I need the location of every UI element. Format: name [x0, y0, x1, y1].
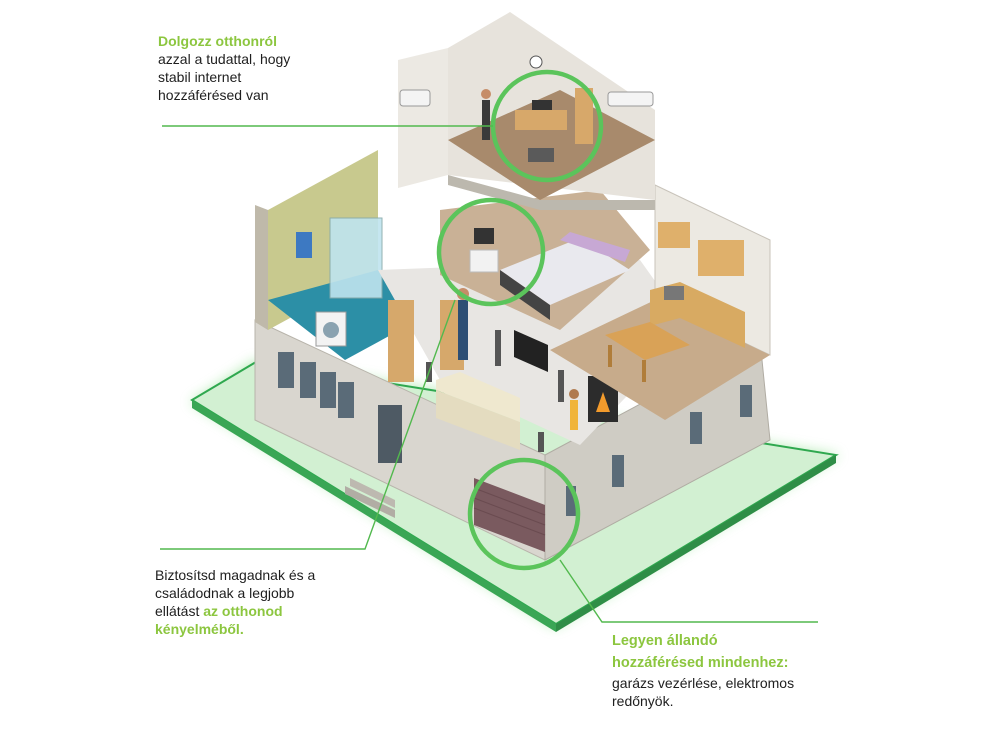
shower-icon	[329, 217, 383, 299]
callout-comfort-line-2: családodnak a legjobb	[155, 585, 295, 601]
callout-access-title-1: Legyen állandó	[612, 633, 718, 649]
desk-icon	[469, 228, 499, 273]
callout-work-line-1: azzal a tudattal, hogy	[158, 51, 291, 67]
callout-work-line-2: stabil internet	[158, 69, 242, 85]
callout-work-line-3: hozzáférésed van	[158, 87, 269, 103]
washing-machine-icon	[315, 311, 347, 347]
callout-comfort-highlight-2: kényelméből.	[155, 621, 244, 637]
callout-access-line-1: garázs vezérlése, elektromos	[612, 675, 795, 691]
callout-home-comfort: Biztosítsd magadnak és a családodnak a l…	[155, 566, 375, 638]
callout-comfort-line-1: Biztosítsd magadnak és a	[155, 567, 316, 583]
dining-table-icon	[605, 322, 690, 382]
bedroom-highlight-circle	[436, 197, 546, 307]
garage-door-icon	[473, 478, 546, 552]
garage-highlight-circle	[467, 457, 581, 571]
callout-lines	[160, 125, 818, 623]
air-conditioner-icon	[399, 89, 654, 107]
kitchen-icon	[650, 222, 745, 348]
laptop-icon	[532, 100, 552, 112]
callout-access-line-2: redőnyök.	[612, 693, 674, 709]
sofa-icon	[436, 372, 520, 450]
callout-constant-access: Legyen állandó hozzáférésed mindenhez: g…	[612, 630, 852, 710]
office-floor	[398, 12, 655, 210]
wall-clock-icon	[529, 55, 543, 69]
living-room	[378, 260, 690, 452]
callout-line-comfort	[160, 299, 456, 550]
tv-icon	[514, 330, 548, 372]
bed-icon	[500, 232, 630, 320]
callout-line-access	[559, 559, 818, 623]
bedroom	[440, 190, 650, 330]
callout-work-title: Dolgozz otthonról	[158, 33, 277, 49]
kitchen-dining	[550, 184, 771, 420]
callout-comfort-lead: ellátást	[155, 603, 204, 619]
bathroom	[255, 150, 455, 360]
callout-comfort-highlight-1: az otthonod	[203, 603, 283, 619]
callout-access-title-2: hozzáférésed mindenhez:	[612, 655, 789, 671]
callout-work-from-home: Dolgozz otthonról azzal a tudattal, hogy…	[158, 32, 358, 104]
